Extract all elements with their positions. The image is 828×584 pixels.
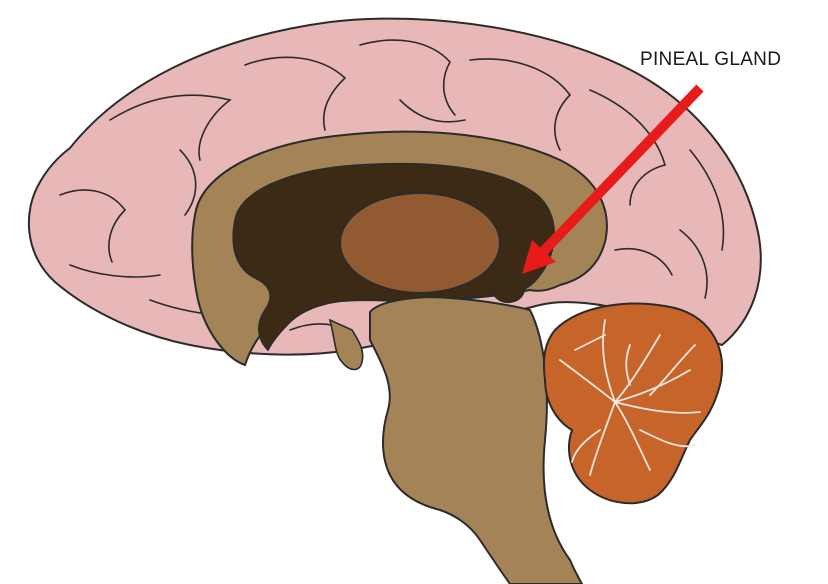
thalamus [340,193,500,293]
pineal-gland [492,277,525,303]
pineal-gland-label: PINEAL GLAND [640,49,781,71]
cerebellum [544,304,722,504]
